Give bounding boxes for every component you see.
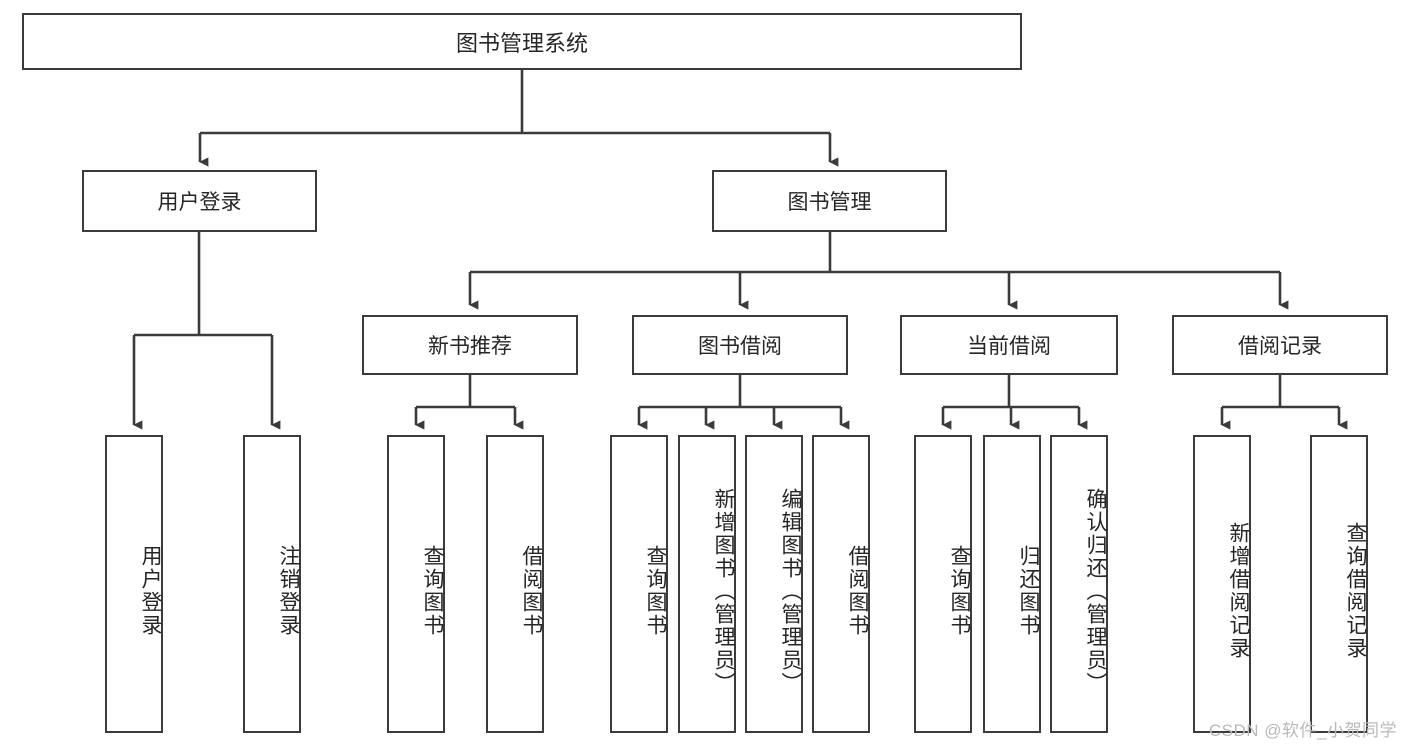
watermark: CSDN @软件_小贺同学 bbox=[1208, 721, 1397, 740]
node-label: 确认归还（管理员） bbox=[1084, 487, 1107, 695]
edge-group-borrow-records bbox=[1220, 375, 1348, 430]
leaf-query-books-recommend[interactable]: 查询图书 bbox=[387, 435, 445, 733]
leaf-edit-book-admin[interactable]: 编辑图书（管理员） bbox=[745, 435, 803, 733]
leaf-borrow-books[interactable]: 借阅图书 bbox=[812, 435, 870, 733]
node-label: 借阅图书 bbox=[846, 545, 869, 637]
leaf-logout[interactable]: 注销登录 bbox=[243, 435, 301, 733]
node-user-login[interactable]: 用户登录 bbox=[82, 170, 317, 232]
node-label: 图书管理 bbox=[787, 191, 872, 214]
node-label: 用户登录 bbox=[157, 191, 242, 214]
edge-group-book-borrow bbox=[637, 375, 850, 430]
node-label: 图书借阅 bbox=[698, 335, 782, 358]
node-book-management[interactable]: 图书管理 bbox=[712, 170, 947, 232]
node-label: 用户登录 bbox=[139, 545, 162, 637]
leaf-user-login[interactable]: 用户登录 bbox=[105, 435, 163, 733]
node-label: 编辑图书（管理员） bbox=[779, 487, 802, 695]
node-label: 图书管理系统 bbox=[455, 30, 588, 56]
node-new-book-recommend[interactable]: 新书推荐 bbox=[362, 315, 578, 375]
node-label: 新增借阅记录 bbox=[1227, 522, 1250, 660]
edge-group-current-borrow bbox=[941, 375, 1088, 430]
node-book-borrow[interactable]: 图书借阅 bbox=[632, 315, 848, 375]
edge-group-new-books bbox=[414, 375, 524, 430]
leaf-query-books-current[interactable]: 查询图书 bbox=[914, 435, 972, 733]
node-label: 归还图书 bbox=[1017, 545, 1040, 637]
leaf-return-books[interactable]: 归还图书 bbox=[983, 435, 1041, 733]
leaf-query-borrow-record[interactable]: 查询借阅记录 bbox=[1310, 435, 1368, 733]
leaf-borrow-books-recommend[interactable]: 借阅图书 bbox=[486, 435, 544, 733]
edge-group-root bbox=[198, 70, 839, 167]
node-label: 当前借阅 bbox=[967, 335, 1051, 358]
node-current-borrow[interactable]: 当前借阅 bbox=[900, 315, 1118, 375]
edge-group-user-login bbox=[132, 232, 281, 430]
node-label: 查询图书 bbox=[644, 545, 667, 637]
node-label: 注销登录 bbox=[277, 545, 300, 637]
node-borrow-records[interactable]: 借阅记录 bbox=[1172, 315, 1388, 375]
edge-group-book-mgmt bbox=[468, 232, 1289, 310]
leaf-add-borrow-record[interactable]: 新增借阅记录 bbox=[1193, 435, 1251, 733]
node-root-system[interactable]: 图书管理系统 bbox=[22, 13, 1022, 70]
node-label: 查询图书 bbox=[421, 545, 444, 637]
node-label: 查询图书 bbox=[948, 545, 971, 637]
leaf-confirm-return-admin[interactable]: 确认归还（管理员） bbox=[1050, 435, 1108, 733]
leaf-add-book-admin[interactable]: 新增图书（管理员） bbox=[678, 435, 736, 733]
node-label: 查询借阅记录 bbox=[1344, 522, 1367, 660]
node-label: 借阅记录 bbox=[1238, 335, 1322, 358]
node-label: 新书推荐 bbox=[428, 335, 512, 358]
node-label: 新增图书（管理员） bbox=[712, 487, 735, 695]
node-label: 借阅图书 bbox=[520, 545, 543, 637]
leaf-query-books-borrow[interactable]: 查询图书 bbox=[610, 435, 668, 733]
